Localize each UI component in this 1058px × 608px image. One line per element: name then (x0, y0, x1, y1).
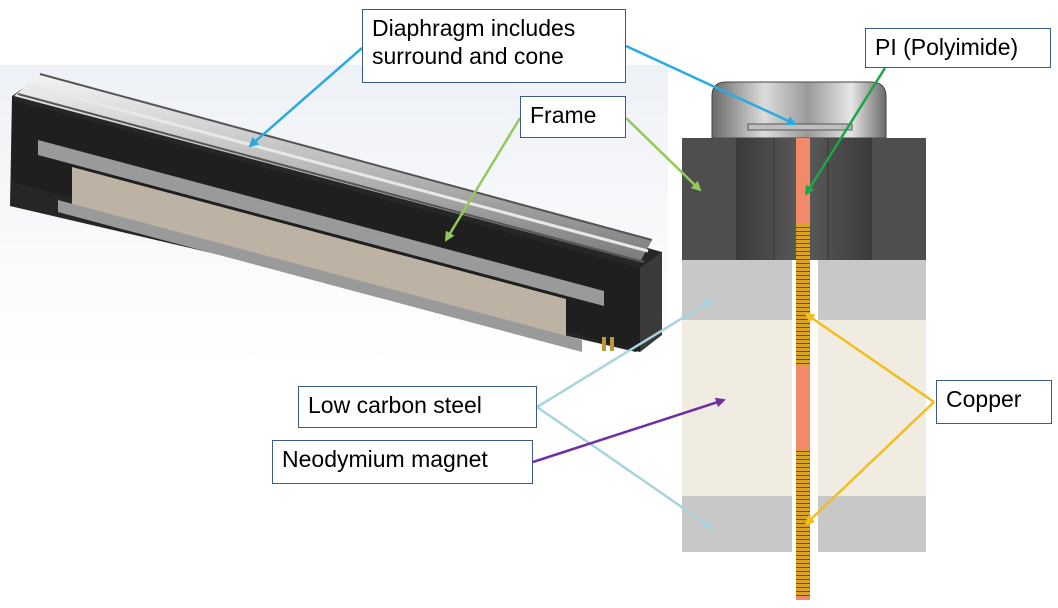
pi-arrow (804, 67, 887, 196)
lower-steel-right (818, 496, 926, 552)
frame-end-face (640, 252, 662, 352)
diaphragm-arrow-left (248, 47, 363, 148)
upper-steel-left (682, 260, 792, 320)
cross-section (682, 81, 926, 600)
upper-steel-right (818, 260, 926, 320)
lower-plate (58, 200, 582, 352)
surround-highlight (26, 83, 649, 253)
leader-arrows (248, 44, 935, 530)
frame-arrow-left (444, 117, 522, 242)
copper-coil-upper (796, 224, 810, 366)
upper-slot (38, 140, 604, 306)
surround-edge-line (17, 93, 645, 263)
steel-label: Low carbon steel (298, 386, 537, 428)
magnet-right (818, 320, 926, 496)
copper-arrow-lower (804, 401, 935, 526)
diaphragm-arrow-right (625, 44, 797, 126)
terminal (602, 337, 606, 351)
pi-label: PI (Polyimide) (865, 28, 1051, 68)
surround-edge-line (39, 73, 653, 241)
diaphragm-label-line1: Diaphragm includes (372, 15, 576, 41)
diaphragm-label: Diaphragm includes surround and cone (362, 9, 626, 83)
steel-arrow-upper (536, 298, 714, 409)
frame-label: Frame (520, 96, 626, 138)
copper-arrow-upper (804, 312, 935, 404)
terminal (610, 337, 614, 351)
copper-label: Copper (936, 380, 1052, 424)
diaphragm-label-line2: surround and cone (372, 43, 564, 69)
magnet (72, 167, 566, 338)
cone (747, 123, 853, 131)
copper-coil-lower (796, 450, 810, 596)
steel-arrow-lower (536, 405, 714, 530)
frame-arrow-right (625, 117, 702, 192)
lower-steel-left (682, 496, 792, 552)
magnet-label: Neodymium magnet (272, 440, 533, 484)
magnet-arrow (532, 397, 726, 464)
